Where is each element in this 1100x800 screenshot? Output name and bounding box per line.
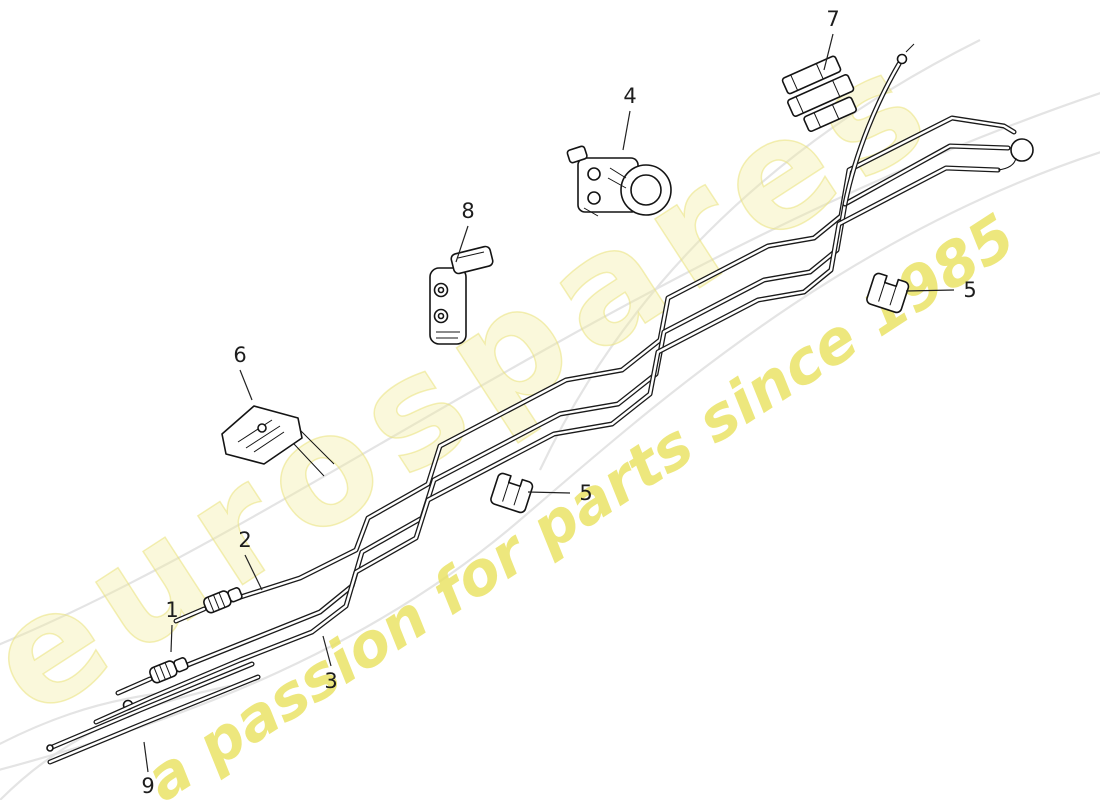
callout-5-right-label[interactable]: 5 — [963, 278, 976, 302]
background-swoosh-2 — [0, 151, 1100, 771]
end-loop-connector — [1010, 138, 1034, 162]
background-swoosh-4 — [0, 690, 171, 746]
callout-2[interactable]: 2 — [238, 528, 263, 591]
callout-7-label[interactable]: 7 — [826, 7, 839, 31]
callout-5-middle-label[interactable]: 5 — [579, 481, 592, 505]
callout-3[interactable]: 3 — [322, 635, 338, 693]
callout-1-label[interactable]: 1 — [165, 598, 178, 622]
vent-end-tick — [905, 43, 915, 53]
part-7-retainer-clips — [781, 55, 857, 132]
part-4-clamp-bracket — [566, 145, 672, 217]
fuel-line-bundle — [93, 43, 1034, 725]
background-swoosh-5 — [539, 39, 981, 471]
callout-8-label[interactable]: 8 — [461, 199, 474, 223]
callout-6[interactable]: 6 — [233, 343, 253, 401]
callout-1[interactable]: 1 — [165, 598, 179, 653]
callout-5-right[interactable]: 5 — [905, 278, 977, 302]
callout-5-middle[interactable]: 5 — [527, 481, 593, 505]
callout-4-label[interactable]: 4 — [623, 84, 636, 108]
callout-4[interactable]: 4 — [622, 84, 637, 151]
callout-2-label[interactable]: 2 — [238, 528, 251, 552]
callout-7[interactable]: 7 — [823, 7, 840, 71]
line-end-cap — [46, 744, 54, 752]
callout-6-label[interactable]: 6 — [233, 343, 246, 367]
part-6-support-bracket — [221, 405, 335, 477]
part-8-holder-bracket — [429, 245, 494, 345]
fuel-line-return-pair — [46, 661, 261, 765]
callout-8[interactable]: 8 — [455, 199, 475, 263]
vent-end-connector — [896, 53, 908, 65]
callout-9[interactable]: 9 — [141, 741, 155, 798]
callout-3-label[interactable]: 3 — [324, 669, 337, 693]
callout-9-label[interactable]: 9 — [141, 774, 154, 798]
